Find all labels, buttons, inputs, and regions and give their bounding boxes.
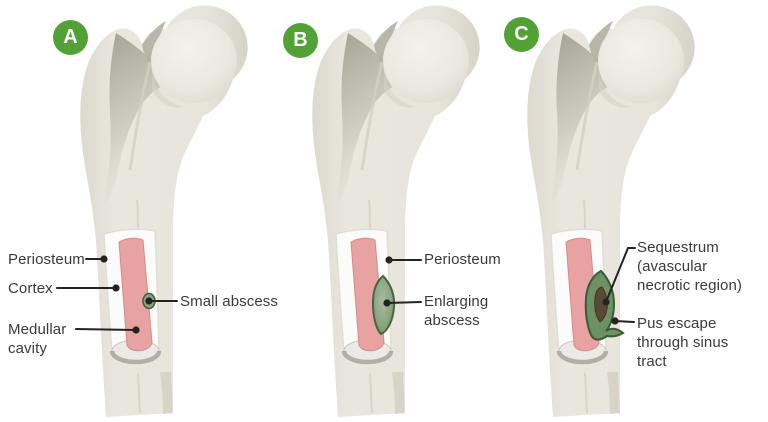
leader-line-medullar-cavity (75, 328, 137, 331)
enlarging-abscess (371, 274, 396, 336)
leader-lines-layer (56, 247, 636, 334)
femur-bone-b (312, 5, 479, 417)
leader-line-enlarging-abscess (386, 301, 422, 304)
label-pus-escape: Pus escape through sinus tract (637, 315, 729, 370)
panel-c-badge: C (504, 17, 539, 52)
panel-b-badge: B (283, 23, 318, 58)
label-medullar-cavity: Medullar cavity (8, 321, 67, 357)
label-enlarging-abscess: Enlarging abscess (424, 293, 489, 329)
panel-a-badge: A (53, 20, 88, 55)
leader-line-sequestrum (605, 247, 636, 303)
leader-dot-periosteum-b (385, 256, 393, 264)
panel-b-pathology (371, 274, 396, 336)
leader-dot-periosteum-a (100, 255, 108, 263)
label-cortex: Cortex (8, 280, 53, 297)
label-periosteum-b: Periosteum (424, 251, 501, 268)
panel-c-pathology (584, 269, 625, 341)
label-periosteum-a: Periosteum (8, 251, 85, 268)
leader-dot-cortex (112, 284, 120, 292)
label-sequestrum: Sequestrum (avascular necrotic region) (637, 239, 742, 294)
leader-dot-pus-escape (611, 317, 619, 325)
leader-dot-enlarging-abscess (383, 299, 391, 307)
label-small-abscess: Small abscess (180, 293, 279, 310)
leader-dot-small-abscess (145, 297, 153, 305)
femur-bone-a (80, 5, 247, 417)
leader-dot-medullar-cavity (132, 326, 140, 334)
leader-dot-sequestrum (602, 298, 610, 306)
